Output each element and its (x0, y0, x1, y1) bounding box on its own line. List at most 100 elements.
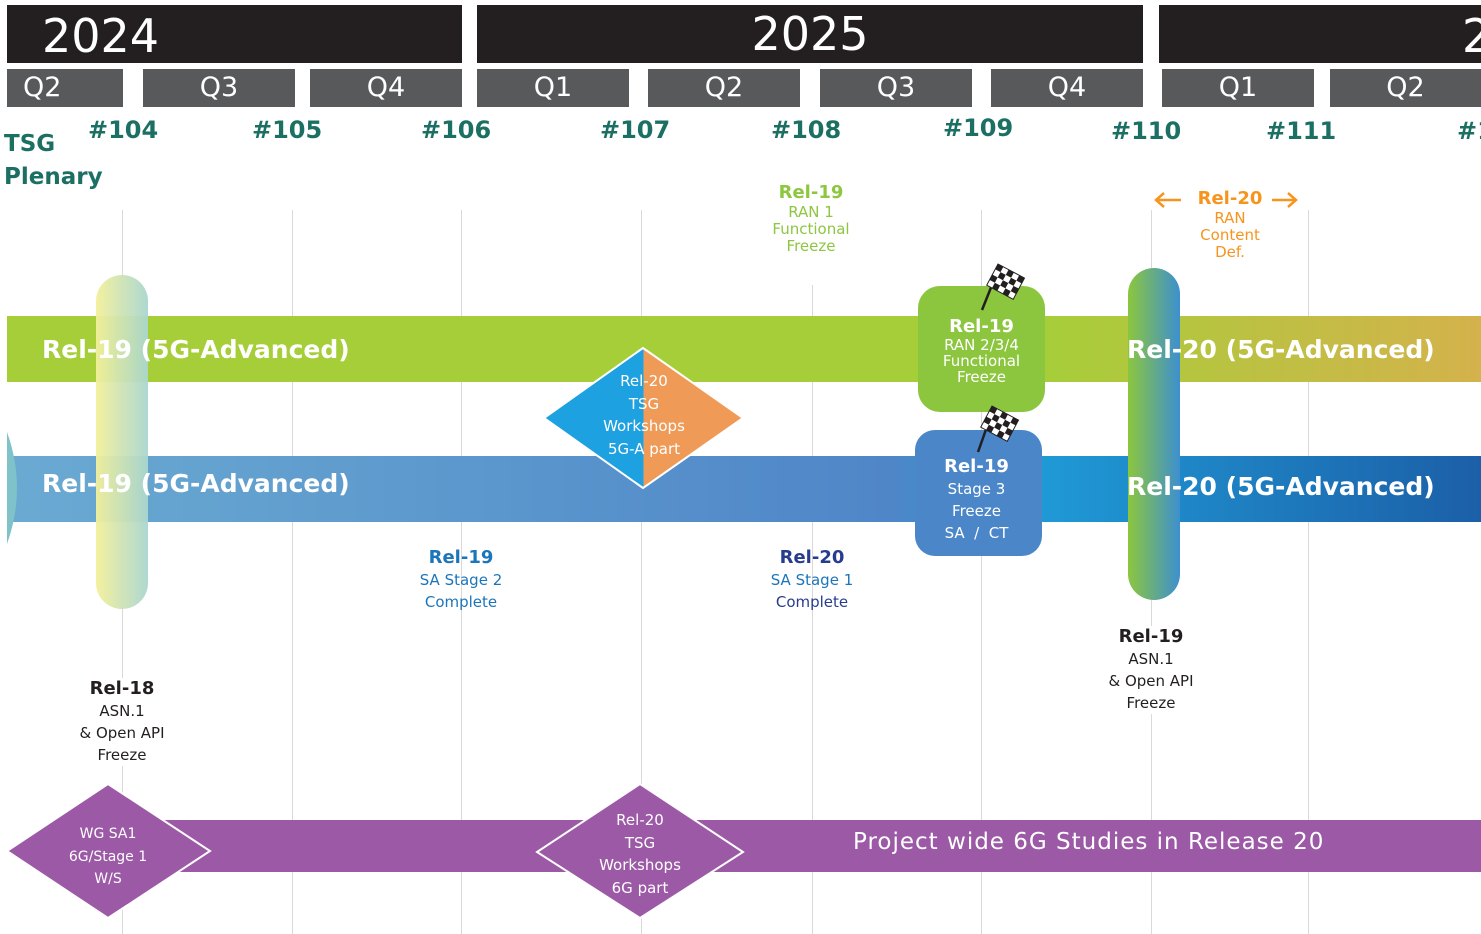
tsg-label: TSG (4, 131, 56, 157)
ws-line: Rel-20 (620, 372, 668, 390)
ws-line: Workshops (603, 417, 685, 435)
milestone-title: Rel-20 (1197, 188, 1263, 209)
milestone-line: RAN (1214, 209, 1246, 227)
quarter-q1-2026: Q1 (1162, 69, 1314, 107)
stage3-freeze-text: Rel-19 Stage 3 Freeze SA / CT (913, 456, 1040, 544)
grid-line (292, 210, 293, 934)
quarter-q2-2025: Q2 (648, 69, 800, 107)
milestone-line: Freeze (97, 746, 147, 764)
meeting-111: #111 (1266, 117, 1337, 145)
year-label: 2025 (751, 7, 869, 61)
ws-line: TSG (624, 833, 656, 852)
sa1-ws-diamond (5, 782, 212, 920)
rel18-asn1-milestone: Rel-18 ASN.1 & Open API Freeze (59, 678, 185, 766)
ran-rel20-label: Rel-20 (5G-Advanced) (1127, 335, 1435, 364)
meeting-108: #108 (771, 116, 842, 144)
meeting-107: #107 (600, 116, 671, 144)
year-label: 2 (1462, 9, 1481, 63)
milestone-line: Stage 3 (947, 480, 1006, 498)
sa-stage2-milestone: Rel-19 SA Stage 2 Complete (396, 547, 526, 613)
milestone-line: Complete (775, 593, 849, 611)
arrow-icon (1154, 192, 1298, 208)
sa-rel19-label: Rel-19 (5G-Advanced) (42, 469, 350, 498)
rel19-freeze-pill (1128, 268, 1180, 600)
sa-stage1-milestone: Rel-20 SA Stage 1 Complete (747, 547, 877, 613)
ws-line: Workshops (599, 856, 681, 874)
quarter-q1-2025: Q1 (477, 69, 629, 107)
ran-content-milestone: Rel-20 RAN Content Def. (1180, 188, 1280, 261)
milestone-line: Freeze (952, 502, 1001, 520)
stage3-freeze-box (915, 430, 1042, 556)
grid-line (1308, 210, 1309, 934)
milestone-line: ASN.1 (99, 702, 145, 720)
year-2026-bar: 2 (1159, 5, 1481, 63)
ran1-freeze-milestone: Rel-19 RAN 1 Functional Freeze (751, 182, 871, 255)
ws-6g-diamond (535, 782, 745, 920)
meeting-109: #109 (943, 114, 1014, 142)
grid-line (461, 210, 462, 934)
year-label: 2024 (42, 9, 160, 63)
milestone-title: Rel-19 (1118, 626, 1184, 647)
milestone-title: Rel-19 (949, 316, 1014, 337)
milestone-title: Rel-19 (944, 456, 1009, 477)
ws-line: 6G part (611, 878, 669, 897)
grid-line (812, 285, 813, 934)
quarter-q3-2024: Q3 (143, 69, 295, 107)
ran-rel19-label: Rel-19 (5G-Advanced) (42, 335, 350, 364)
quarter-q4-2024: Q4 (310, 69, 462, 107)
milestone-line: & Open API (1108, 672, 1194, 690)
milestone-line: SA Stage 1 (770, 571, 854, 589)
year-2025-bar: 2025 (477, 5, 1143, 63)
tsg-plenary-label: TSG Plenary (4, 128, 103, 194)
sa-band (7, 456, 1481, 522)
milestone-title: Rel-20 (779, 547, 845, 568)
milestone-title: Rel-19 (778, 182, 844, 203)
rel18-freeze-pill (96, 275, 148, 609)
ws-line: WG SA1 (79, 826, 137, 842)
meeting-105: #105 (252, 116, 323, 144)
milestone-line: RAN 1 (788, 203, 834, 221)
meeting-104: #104 (88, 116, 159, 144)
ws-line: W/S (94, 871, 122, 887)
grid-line (641, 210, 642, 934)
quarter-q2-2024: Q2 (7, 69, 123, 107)
ws-line: Rel-20 (616, 811, 664, 829)
milestone-line: Freeze (1126, 694, 1176, 712)
sa-band-left-cap (7, 432, 17, 544)
ws-6g-text: Rel-20 TSG Workshops 6G part (580, 809, 700, 899)
quarter-q4-2025: Q4 (991, 69, 1143, 107)
sa-rel20-label: Rel-20 (5G-Advanced) (1127, 472, 1435, 501)
sixg-label: Project wide 6G Studies in Release 20 (853, 829, 1325, 855)
ws-line: 5G-A part (607, 439, 681, 458)
ws-line: TSG (628, 394, 660, 413)
milestone-line: Content (1200, 226, 1260, 244)
milestone-line: RAN 2/3/4 (944, 336, 1019, 354)
meeting-110: #110 (1111, 117, 1182, 145)
quarter-q2-2026: Q2 (1330, 69, 1481, 107)
year-2024-bar: 2024 (7, 5, 462, 63)
milestone-line: Freeze (957, 368, 1006, 386)
milestone-line: SA / CT (944, 524, 1009, 542)
meeting-112: #1 (1457, 117, 1481, 145)
ws-5ga-diamond (542, 346, 745, 490)
quarter-q3-2025: Q3 (820, 69, 972, 107)
ws-5ga-text: Rel-20 TSG Workshops 5G-A part (584, 370, 704, 460)
ran234-freeze-box (918, 286, 1045, 412)
milestone-line: Complete (424, 593, 498, 611)
meeting-106: #106 (421, 116, 492, 144)
milestone-title: Rel-19 (428, 547, 494, 568)
sa1-ws-text: WG SA1 6G/Stage 1 W/S (48, 823, 168, 891)
grid-line (981, 210, 982, 934)
ran234-freeze-text: Rel-19 RAN 2/3/4 Functional Freeze (918, 316, 1045, 385)
milestone-line: Freeze (786, 237, 836, 255)
milestone-line: Functional (772, 220, 850, 238)
sixg-band (100, 820, 1481, 872)
milestone-line: SA Stage 2 (419, 571, 503, 589)
milestone-title: Rel-18 (89, 678, 155, 699)
ran-band (7, 316, 1481, 382)
plenary-label: Plenary (4, 164, 103, 190)
milestone-line: & Open API (79, 724, 165, 742)
checkered-flag-icon (976, 405, 1020, 453)
milestone-line: ASN.1 (1128, 650, 1174, 668)
